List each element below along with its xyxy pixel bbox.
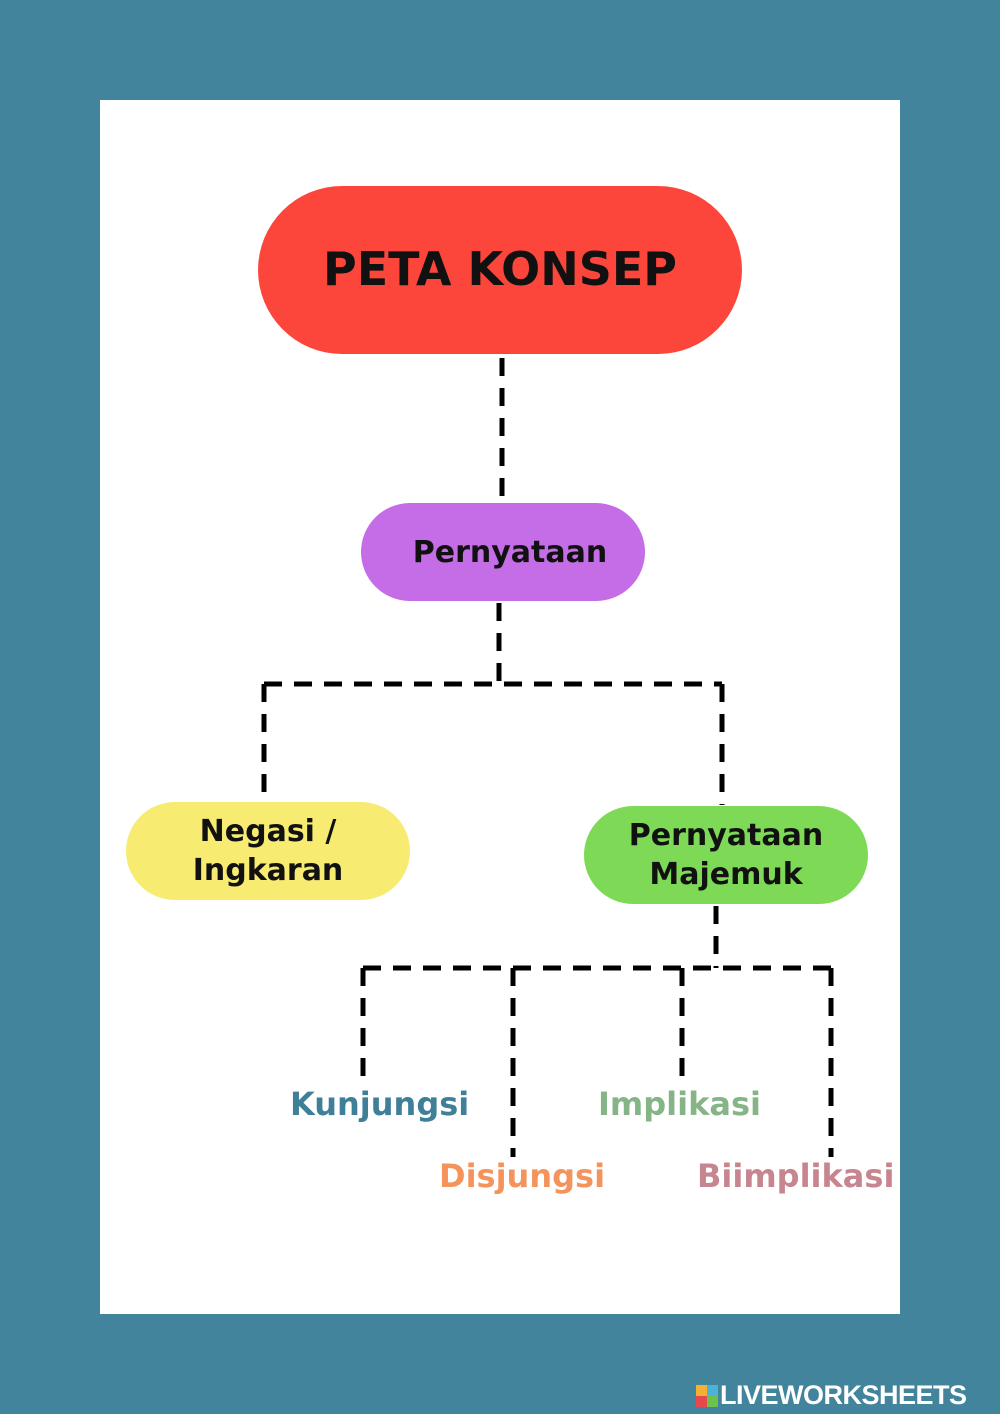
node-pernyataan-majemuk: Pernyataan Majemuk [584,806,868,904]
leaf-disjungsi: Disjungsi [439,1157,606,1195]
node-peta-konsep: PETA KONSEP [258,186,742,354]
leaf-kunjungsi: Kunjungsi [290,1085,470,1123]
node-pernyataan-label: Pernyataan [412,534,608,570]
liveworksheets-watermark: LIVEWORKSHEETS [696,1380,967,1411]
node-majemuk-label-line1: Pernyataan [628,818,824,853]
node-negasi-label-line1: Negasi / [199,814,337,849]
leaf-implikasi: Implikasi [598,1085,761,1123]
node-pernyataan: Pernyataan [361,503,645,601]
node-negasi-label-line2: Ingkaran [192,853,344,888]
node-negasi-ingkaran: Negasi / Ingkaran [126,802,410,900]
liveworksheets-logo-icon [696,1384,718,1407]
node-majemuk-label-line2: Majemuk [649,857,803,892]
watermark-text: LIVEWORKSHEETS [720,1380,967,1410]
leaf-biimplikasi: Biimplikasi [697,1157,895,1195]
node-peta-konsep-label: PETA KONSEP [322,242,677,297]
